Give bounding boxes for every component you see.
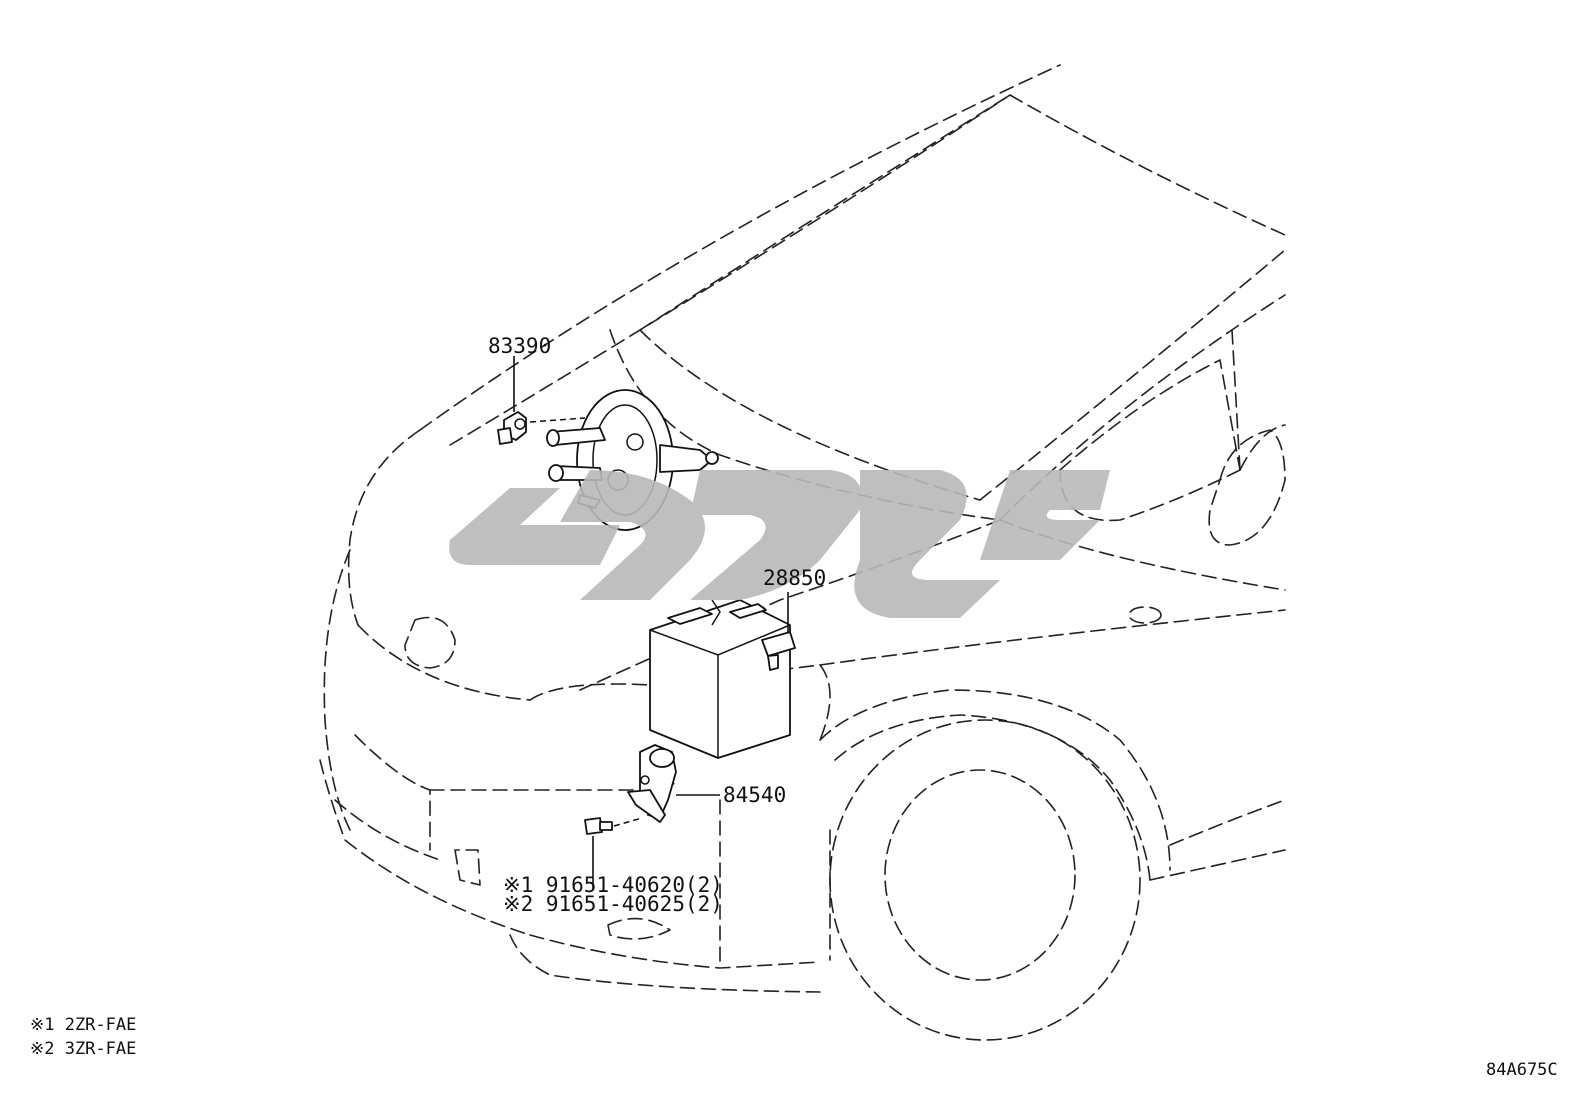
leader-83390-dashed: [529, 417, 586, 423]
note-engine-2: ※2 3ZR-FAE: [30, 1039, 136, 1059]
note-engine-1: ※1 2ZR-FAE: [30, 1015, 136, 1035]
part-28850-sensor: [761, 631, 796, 671]
leader-bolt-dashed: [613, 817, 643, 827]
callout-bolt-1: ※1 91651-40620(2): [503, 873, 723, 897]
part-83390-sensor: [497, 411, 527, 445]
callout-bolt-2: ※2 91651-40625(2): [503, 892, 723, 916]
illustration-code: 84A675C: [1486, 1060, 1558, 1080]
part-84540-bracket: [627, 744, 677, 823]
callout-84540: 84540: [723, 783, 786, 807]
callout-28850: 28850: [763, 566, 826, 590]
bolt-91651: [584, 817, 613, 835]
part-28850-battery: [649, 599, 791, 759]
watermark-logo: [449, 470, 1110, 618]
callout-83390: 83390: [488, 334, 551, 358]
